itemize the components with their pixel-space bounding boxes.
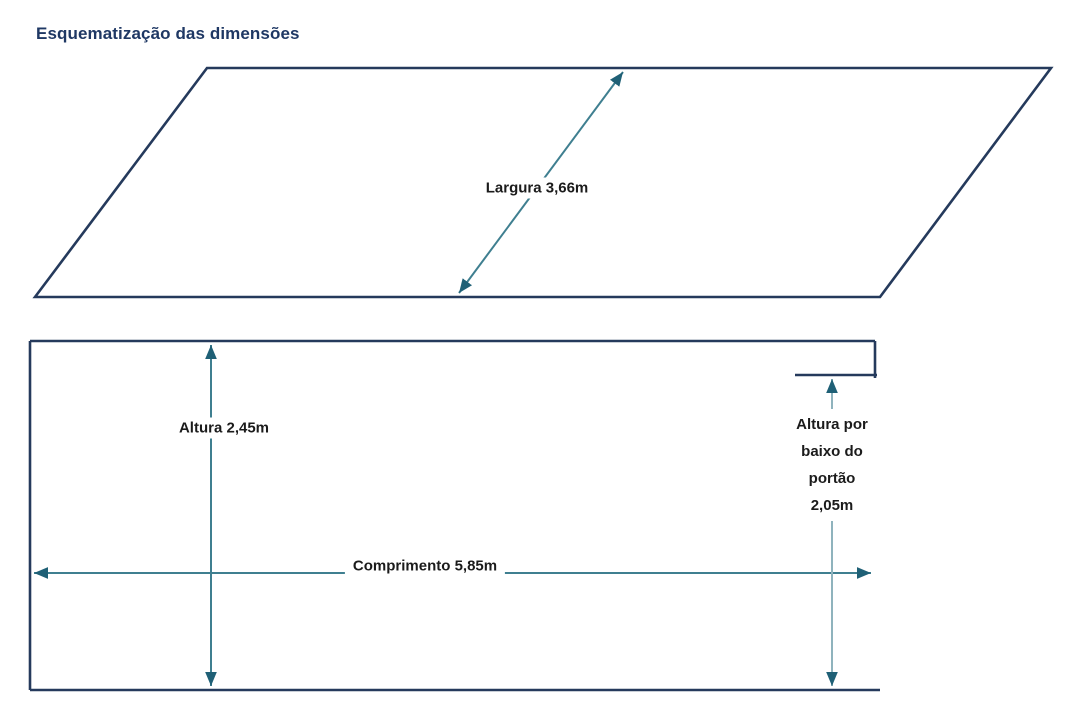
altura-dimension-label: Altura 2,45m: [170, 417, 278, 439]
comprimento-dimension-label: Comprimento 5,85m: [344, 555, 506, 577]
altura-portao-label-line-3: portão: [808, 470, 856, 487]
largura-dimension-label: Largura 3,66m: [477, 177, 597, 199]
altura-portao-label-line-1: Altura por: [796, 416, 868, 433]
page-title: Esquematização das dimensões: [36, 24, 300, 43]
ceiling-parallelogram-outline: [32, 66, 1054, 299]
altura-portao-dimension-label: Altura por baixo do portão 2,05m: [780, 409, 884, 521]
altura-portao-label-line-4: 2,05m: [810, 497, 854, 514]
altura-portao-label-line-2: baixo do: [801, 443, 863, 460]
